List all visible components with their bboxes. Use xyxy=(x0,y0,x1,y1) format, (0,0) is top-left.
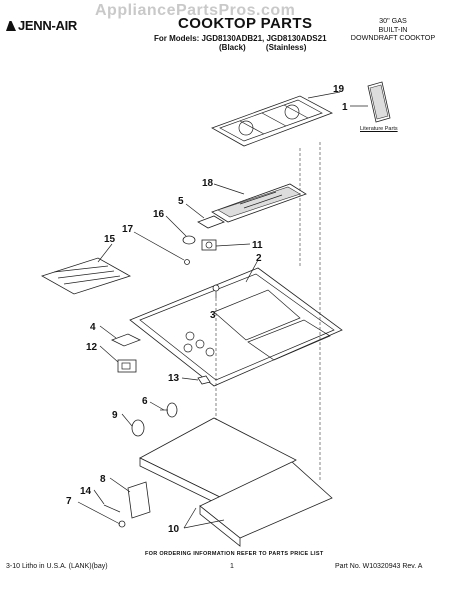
callout-12: 12 xyxy=(86,342,98,353)
callout-6: 6 xyxy=(142,396,148,407)
part-1-literature xyxy=(367,81,391,123)
callout-17: 17 xyxy=(122,224,134,235)
part-7-bracket xyxy=(118,520,126,528)
part-17-spring xyxy=(184,259,190,265)
part-2-cooktop xyxy=(129,267,343,387)
part-5-bracket xyxy=(197,215,225,229)
part-6-valve xyxy=(160,402,178,418)
callout-11: 11 xyxy=(252,240,263,251)
callout-18: 18 xyxy=(202,178,214,189)
part-9-knob xyxy=(131,419,145,437)
part-14-screw xyxy=(103,504,121,513)
callout-7: 7 xyxy=(66,496,72,507)
callout-2: 2 xyxy=(256,253,262,264)
variants-line: (Black) (Stainless) xyxy=(219,43,307,52)
callout-3: 3 xyxy=(210,310,216,321)
callout-9: 9 xyxy=(112,410,118,421)
callout-1: 1 xyxy=(342,102,348,113)
callout-4: 4 xyxy=(90,322,96,333)
part-11-switch xyxy=(201,239,217,251)
ordering-note: FOR ORDERING INFORMATION REFER TO PARTS … xyxy=(145,551,324,557)
callout-19: 19 xyxy=(333,84,345,95)
page-title: COOKTOP PARTS xyxy=(178,15,313,32)
brand-logo: JENN-AIR xyxy=(6,18,77,33)
callout-16: 16 xyxy=(153,209,165,220)
callout-8: 8 xyxy=(100,474,106,485)
part-8-shield xyxy=(127,481,151,519)
footer-page-number: 1 xyxy=(230,563,234,570)
desc-line-3: DOWNDRAFT COOKTOP xyxy=(350,33,436,43)
part-13-nut xyxy=(197,375,211,385)
brand-name: JENN-AIR xyxy=(18,18,77,33)
part-10-tray xyxy=(139,417,333,547)
callout-5: 5 xyxy=(178,196,184,207)
watermark: AppliancePartsPros.com xyxy=(95,2,296,19)
models-line: For Models: JGD8130ADB21, JGD8130ADS21 xyxy=(154,34,327,43)
footer-litho: 3-10 Litho in U.S.A. (LANK)(bay) xyxy=(6,563,108,570)
callout-15: 15 xyxy=(104,234,116,245)
footer-part-number: Part No. W10320943 Rev. A xyxy=(335,563,423,570)
callout-13: 13 xyxy=(168,373,180,384)
product-description: 30" GAS BUILT-IN DOWNDRAFT COOKTOP xyxy=(338,16,448,43)
part-18-grille xyxy=(211,183,307,223)
part-19-grate xyxy=(211,95,333,147)
part-3-screw xyxy=(212,284,220,298)
callout-10: 10 xyxy=(168,524,180,535)
part-4-label xyxy=(111,333,141,347)
part-15-grill-grate xyxy=(41,257,131,295)
desc-line-2: BUILT-IN xyxy=(378,24,408,34)
desc-line-1: 30" GAS xyxy=(379,16,407,25)
callout-14: 14 xyxy=(80,486,92,497)
brand-mark-icon xyxy=(6,21,16,31)
literature-parts-label: Literature Parts xyxy=(360,126,398,132)
part-12-module xyxy=(117,359,137,373)
part-16-cap xyxy=(182,235,196,245)
